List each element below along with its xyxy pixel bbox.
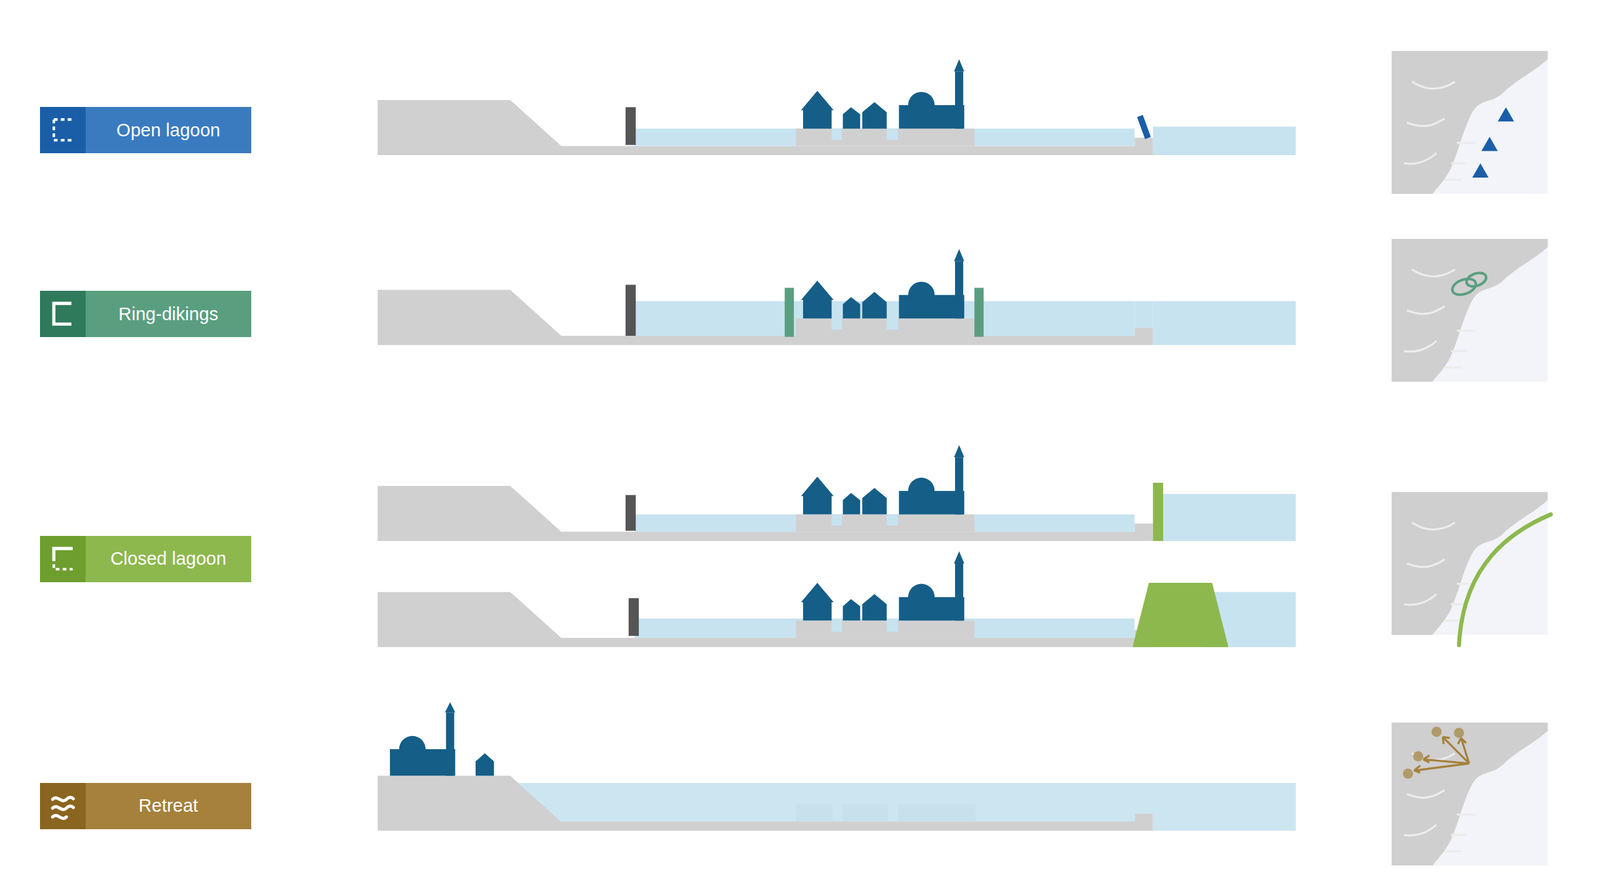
icon-glyph [40,535,86,582]
label-area: Ring-dikings [85,290,251,337]
icon-glyph [40,290,86,337]
icon-glyph [40,782,86,829]
strategy-badge: Ring-dikings [40,290,252,337]
strategy-badge: Closed lagoon [40,535,252,582]
strategy-badge: Retreat [40,782,252,829]
strategy-icon [40,106,86,153]
label-area: Retreat [85,782,251,829]
strategy-name: Ring-dikings [118,303,219,325]
strategy-name: Open lagoon [116,120,220,141]
strategy-icon [40,290,86,337]
strategy-icon [40,782,86,829]
strategy-name: Retreat [138,795,199,816]
icon-glyph [40,106,86,153]
strategy-name: Closed lagoon [110,548,227,569]
label-area: Closed lagoon [85,535,251,582]
label-area: Open lagoon [85,106,251,153]
strategy-badge: Open lagoon [40,106,252,153]
strategy-icon [40,535,86,582]
